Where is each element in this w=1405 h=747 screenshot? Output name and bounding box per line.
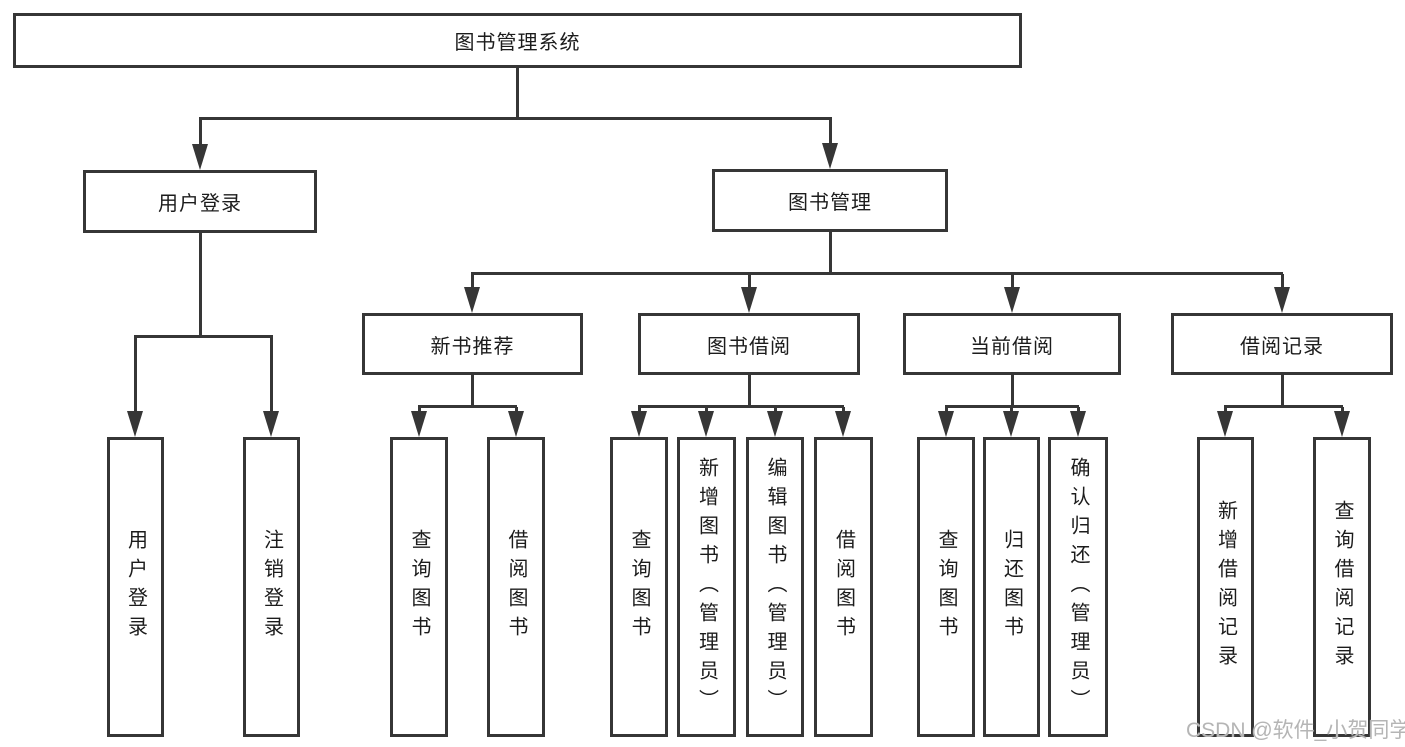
arrowhead-icon <box>1004 287 1020 313</box>
connector-line <box>1341 407 1344 413</box>
arrowhead-icon <box>698 411 714 437</box>
connector-line <box>418 407 421 413</box>
node-book-borrow: 图书借阅 <box>638 313 860 375</box>
connector-line <box>471 274 474 289</box>
leaf-edit-books-admin: 编辑图书（管理员） <box>746 437 804 737</box>
connector-line <box>134 335 273 338</box>
leaf-add-books-admin: 新增图书（管理员） <box>677 437 736 737</box>
arrowhead-icon <box>938 411 954 437</box>
connector-line <box>1224 405 1343 408</box>
connector-line <box>829 119 832 145</box>
connector-line <box>705 407 708 413</box>
connector-line <box>1281 274 1284 289</box>
connector-line <box>418 405 517 408</box>
leaf-return-books: 归还图书 <box>983 437 1040 737</box>
arrowhead-icon <box>835 411 851 437</box>
node-library-management-system: 图书管理系统 <box>13 13 1022 68</box>
leaf-borrow-books: 借阅图书 <box>814 437 873 737</box>
connector-line <box>471 272 1283 275</box>
connector-line <box>199 119 202 145</box>
connector-line <box>1010 407 1013 413</box>
connector-line <box>1011 274 1014 289</box>
arrowhead-icon <box>1070 411 1086 437</box>
node-book-management: 图书管理 <box>712 169 948 232</box>
arrowhead-icon <box>508 411 524 437</box>
connector-line <box>270 337 273 413</box>
csdn-watermark: CSDN @软件_小贺同学 <box>1186 719 1405 742</box>
leaf-query-borrow-record: 查询借阅记录 <box>1313 437 1371 737</box>
leaf-query-books-recommend: 查询图书 <box>390 437 448 737</box>
leaf-logout: 注销登录 <box>243 437 300 737</box>
arrowhead-icon <box>822 143 838 169</box>
connector-line <box>1077 407 1080 413</box>
leaf-query-books-current: 查询图书 <box>917 437 975 737</box>
leaf-confirm-return-admin: 确认归还（管理员） <box>1048 437 1108 737</box>
arrowhead-icon <box>127 411 143 437</box>
connector-line <box>638 405 844 408</box>
connector-line <box>1011 375 1014 406</box>
arrowhead-icon <box>1217 411 1233 437</box>
connector-line <box>945 405 1079 408</box>
leaf-user-login: 用户登录 <box>107 437 164 737</box>
connector-line <box>199 233 202 337</box>
arrowhead-icon <box>767 411 783 437</box>
connector-line <box>515 407 518 413</box>
connector-line <box>829 232 832 274</box>
leaf-borrow-books-recommend: 借阅图书 <box>487 437 545 737</box>
arrowhead-icon <box>631 411 647 437</box>
node-new-book-recommend: 新书推荐 <box>362 313 583 375</box>
arrowhead-icon <box>1274 287 1290 313</box>
node-user-login: 用户登录 <box>83 170 317 233</box>
arrowhead-icon <box>1334 411 1350 437</box>
arrowhead-icon <box>192 144 208 170</box>
arrowhead-icon <box>464 287 480 313</box>
arrowhead-icon <box>263 411 279 437</box>
node-current-borrow: 当前借阅 <box>903 313 1121 375</box>
connector-line <box>1224 407 1227 413</box>
node-borrow-records: 借阅记录 <box>1171 313 1393 375</box>
arrowhead-icon <box>741 287 757 313</box>
connector-line <box>945 407 948 413</box>
connector-line <box>638 407 641 413</box>
arrowhead-icon <box>1003 411 1019 437</box>
leaf-add-borrow-record: 新增借阅记录 <box>1197 437 1254 737</box>
connector-line <box>774 407 777 413</box>
connector-line <box>748 274 751 289</box>
connector-line <box>134 337 137 413</box>
arrowhead-icon <box>411 411 427 437</box>
connector-line <box>516 68 519 118</box>
connector-line <box>842 407 845 413</box>
connector-line <box>199 117 832 120</box>
connector-line <box>748 375 751 406</box>
connector-line <box>471 375 474 406</box>
leaf-query-books-borrow: 查询图书 <box>610 437 668 737</box>
connector-line <box>1281 375 1284 406</box>
